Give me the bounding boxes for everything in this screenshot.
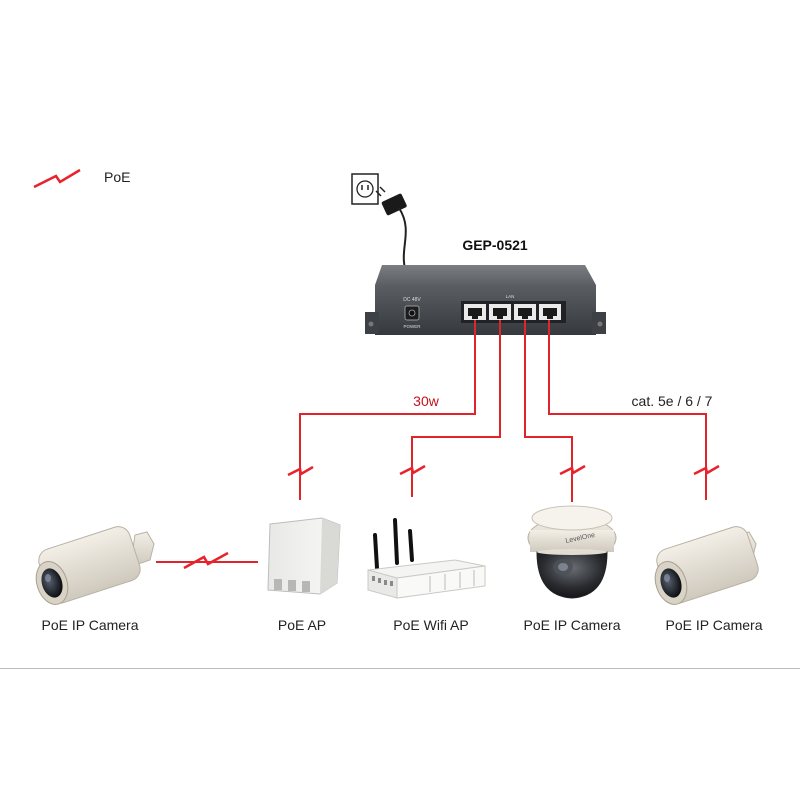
bullet-camera-right — [654, 526, 759, 605]
dome-camera: LevelOne — [527, 505, 617, 599]
switch-dc-label: DC 48V — [403, 297, 421, 303]
power-adapter-icon — [375, 186, 407, 216]
legend-poe-icon — [33, 168, 81, 189]
device-label-poe-ap: PoE AP — [277, 617, 327, 633]
switch-power-label: POWER — [403, 324, 421, 329]
poe-switch: DC 48V POWER LAN — [365, 265, 606, 335]
device-label-dome-camera: PoE IP Camera — [523, 617, 621, 633]
cable-power-label: 30w — [413, 393, 439, 409]
cable-type-label: cat. 5e / 6 / 7 — [631, 393, 713, 409]
poe-ap-device — [267, 517, 341, 595]
legend-poe-label: PoE — [104, 169, 131, 185]
power-outlet-icon — [351, 173, 379, 205]
switch-port-label: LAN — [506, 294, 515, 299]
bullet-camera-left — [35, 526, 155, 605]
poe-bolt-icons — [183, 464, 720, 570]
switch-model-label: GEP-0521 — [462, 237, 528, 253]
device-label-wifi-ap: PoE Wifi AP — [393, 617, 469, 633]
poe-wifi-ap-device — [367, 518, 486, 599]
poe-cables — [156, 320, 707, 563]
separator-line — [0, 668, 800, 669]
lan-ports — [461, 301, 566, 323]
device-label-right-camera: PoE IP Camera — [665, 617, 763, 633]
device-label-left-camera: PoE IP Camera — [41, 617, 139, 633]
